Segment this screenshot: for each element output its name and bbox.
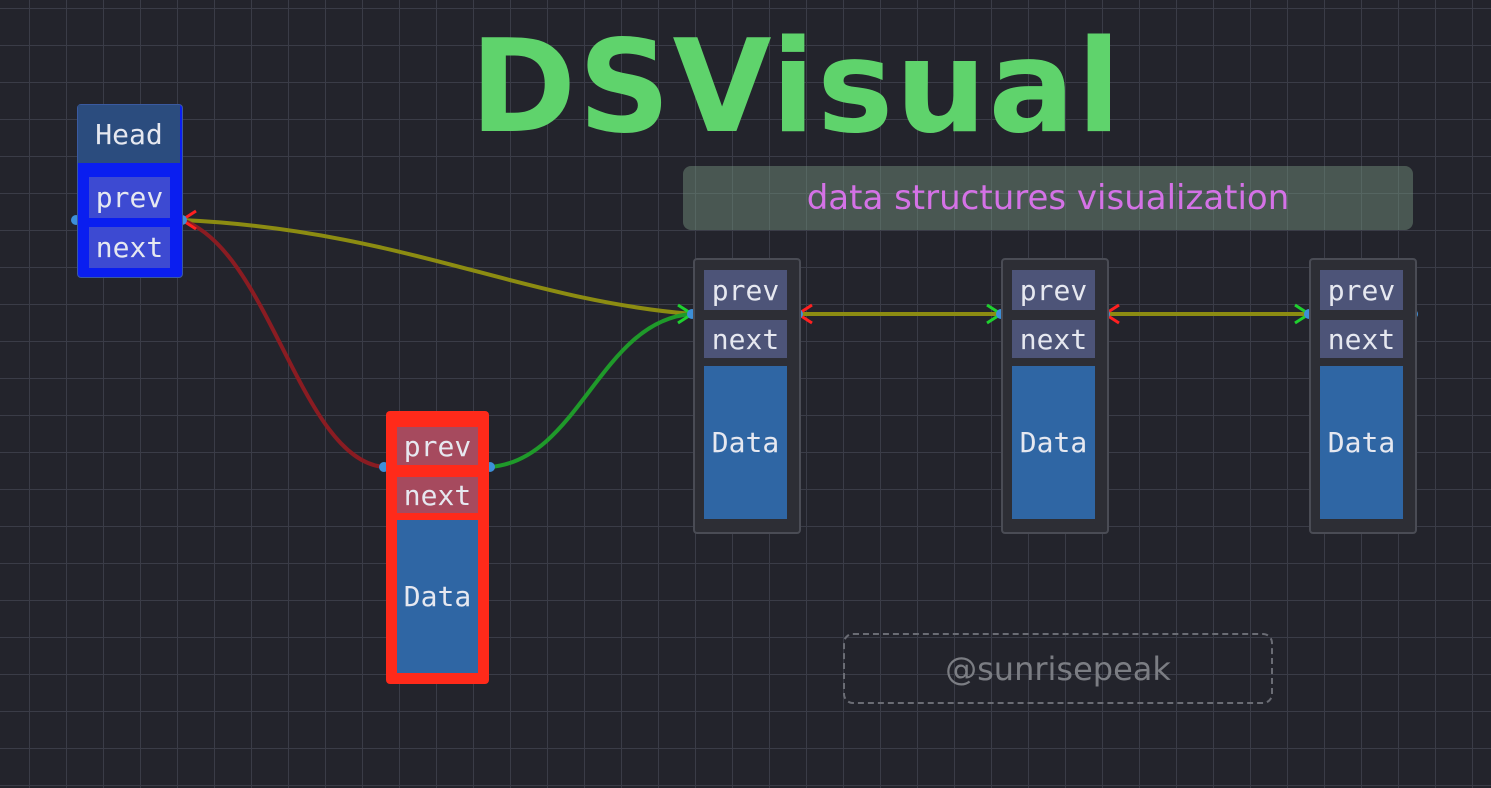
data-field[interactable]: Data [1320,366,1403,519]
head-next-field[interactable]: next [89,227,170,268]
new-node[interactable]: prev next Data [386,411,489,684]
app-title: DSVisual [470,13,1123,162]
data-field[interactable]: Data [1012,366,1095,519]
head-prev-field[interactable]: prev [89,177,170,218]
next-field[interactable]: next [1320,320,1403,358]
prev-field[interactable]: prev [704,270,787,310]
next-field[interactable]: next [704,320,787,358]
list-node[interactable]: prev next Data [1309,258,1417,534]
link-new-next-to-node1 [489,312,693,469]
head-header: Head [78,105,180,163]
data-field[interactable]: Data [397,520,478,673]
next-field[interactable]: next [397,477,478,513]
link-head-to-node1 [181,218,693,316]
link-new-prev-to-head [181,218,385,469]
watermark: @sunrisepeak [843,633,1273,704]
next-field[interactable]: next [1012,320,1095,358]
prev-field[interactable]: prev [1320,270,1403,310]
prev-field[interactable]: prev [1012,270,1095,310]
list-node[interactable]: prev next Data [1001,258,1109,534]
head-node[interactable]: Head prev next [77,104,183,278]
data-field[interactable]: Data [704,366,787,519]
subtitle-banner: data structures visualization [683,166,1413,230]
list-node[interactable]: prev next Data [693,258,801,534]
prev-field[interactable]: prev [397,427,478,465]
